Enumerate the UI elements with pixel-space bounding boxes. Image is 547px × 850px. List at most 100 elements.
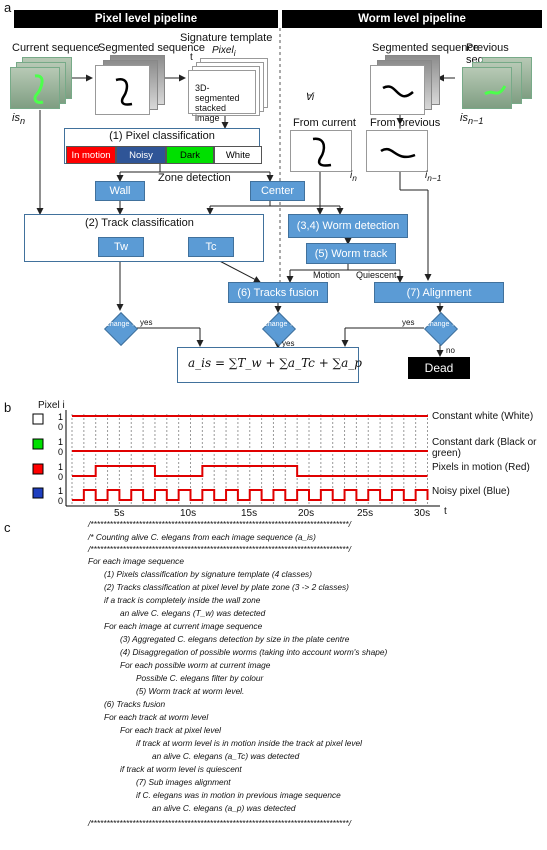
tick-30s: 30s — [414, 508, 431, 519]
segmented-sequence-right-label: Segmented sequence — [372, 42, 480, 54]
signal-motion — [72, 465, 428, 477]
is-n-1-label: isn−1 — [460, 112, 484, 127]
wall-box: Wall — [95, 181, 145, 201]
level-1-label: 1 — [58, 486, 63, 496]
change-label-right: Change ? — [424, 321, 456, 328]
panel-label-a: a — [4, 0, 12, 15]
code-line-9: (3) Aggregated C. elegans detection by s… — [120, 634, 350, 644]
i-n-1-label: in−1 — [425, 170, 442, 183]
change-label-middle: Change ? — [262, 321, 294, 328]
class-noisy: Noisy — [116, 146, 166, 164]
code-line-11: For each possible worm at current image — [120, 660, 271, 670]
row-label-motion: Pixels in motion (Red) — [432, 462, 530, 473]
tracks-fusion-box: (6) Tracks fusion — [228, 282, 328, 303]
change-diamond-left: Change ? — [104, 312, 138, 346]
worm-silhouette-icon — [312, 137, 332, 167]
code-line-3: For each image sequence — [88, 556, 184, 566]
from-previous-image — [366, 130, 428, 172]
from-current-image — [290, 130, 352, 172]
from-previous-label: From previous — [370, 117, 441, 129]
code-line-2: /***************************************… — [88, 544, 351, 554]
tick-10s: 10s — [180, 508, 197, 519]
level-1-label: 1 — [58, 462, 63, 472]
forall-i-label: ∀i — [305, 92, 315, 103]
worm-track-box: (5) Worm track — [306, 243, 396, 264]
worm-silhouette-icon — [115, 78, 133, 106]
timeline-xlabel: t — [444, 506, 447, 517]
segmented-right-frame-front — [370, 65, 425, 115]
code-line-10: (4) Disaggregation of possible worms (ta… — [120, 647, 388, 657]
pixel-classification-title: (1) Pixel classification — [109, 130, 215, 142]
code-line-0: /***************************************… — [88, 519, 351, 529]
class-in-motion: In motion — [66, 146, 116, 164]
code-line-6: if a track is completely inside the wall… — [104, 595, 261, 605]
level-0-label: 0 — [58, 447, 63, 457]
worm-silhouette-icon — [380, 147, 416, 159]
level-0-label: 0 — [58, 496, 63, 506]
is-n-label: isn — [12, 112, 26, 127]
signature-template-label: Signature template — [180, 32, 273, 44]
tick-15s: 15s — [241, 508, 258, 519]
yes-label-left: yes — [140, 318, 153, 327]
row-swatch — [32, 413, 44, 425]
worm-image-icon — [484, 85, 507, 96]
tick-25s: 25s — [357, 508, 374, 519]
previous-frame-front — [462, 67, 512, 109]
class-white: White — [214, 146, 262, 164]
pixel-classification-box: (1) Pixel classification In motion Noisy… — [64, 128, 262, 164]
code-line-5: (2) Tracks classification at pixel level… — [104, 582, 349, 592]
timeline-ylabel: Pixel i — [38, 400, 65, 411]
diagram-connectors — [36, 28, 455, 357]
code-line-20: (7) Sub images alignment — [136, 777, 231, 787]
row-swatch — [32, 438, 44, 450]
segmented-sequence-left-label: Segmented sequence — [98, 42, 206, 54]
row-label-noisy: Noisy pixel (Blue) — [432, 486, 510, 497]
worm-image-icon — [33, 74, 44, 104]
signal-noisy — [72, 489, 429, 501]
code-line-16: For each track at pixel level — [120, 725, 221, 735]
code-line-14: (6) Tracks fusion — [104, 699, 166, 709]
tick-20s: 20s — [298, 508, 315, 519]
code-line-12: Possible C. elegans filter by colour — [136, 673, 264, 683]
i-n-label: in — [350, 170, 357, 183]
segmented-frame-front — [95, 65, 150, 115]
row-swatch — [32, 463, 44, 475]
panel-label-c: c — [4, 520, 11, 535]
code-line-19: if track at worm level is quiescent — [120, 764, 242, 774]
pixel-class-row: In motion Noisy Dark White — [66, 146, 262, 164]
stacked-image: 3D-segmented stacked image — [188, 70, 256, 123]
center-box: Center — [250, 181, 305, 201]
yes-label-right: yes — [402, 318, 415, 327]
worm-detection-box: (3,4) Worm detection — [288, 214, 408, 238]
level-1-label: 1 — [58, 412, 63, 422]
pixel-pipeline-header: Pixel level pipeline — [14, 10, 278, 28]
track-classification-box: (2) Track classification Tw Tc — [24, 214, 264, 262]
current-sequence-label: Current sequence — [12, 42, 100, 54]
code-line-4: (1) Pixels classification by signature t… — [104, 569, 312, 579]
tw-box: Tw — [98, 237, 144, 257]
code-line-13: (5) Worm track at worm level. — [136, 686, 245, 696]
code-line-1: /* Counting alive C. elegans from each i… — [88, 532, 316, 542]
level-0-label: 0 — [58, 422, 63, 432]
t-label: t — [190, 52, 193, 63]
panel-label-b: b — [4, 400, 12, 415]
worm-silhouette-icon — [382, 85, 414, 98]
level-0-label: 0 — [58, 472, 63, 482]
level-1-label: 1 — [58, 437, 63, 447]
row-label-white: Constant white (White) — [432, 411, 534, 422]
code-line-17: if track at worm level is in motion insi… — [136, 738, 362, 748]
motion-label: Motion — [313, 270, 341, 280]
worm-pipeline-header: Worm level pipeline — [282, 10, 542, 28]
change-diamond-middle: Change ? — [262, 312, 296, 346]
code-line-15: For each track at worm level — [104, 712, 209, 722]
change-diamond-right: Change ? — [424, 312, 458, 346]
code-line-21: if C. elegans was in motion in previous … — [136, 790, 341, 800]
from-current-label: From current — [293, 117, 356, 129]
pixel-i-label: Pixeli — [212, 45, 236, 58]
formula-box: a_is = ∑T_w + ∑a_Tc + ∑a_p — [177, 347, 362, 383]
formula-text: a_is = ∑T_w + ∑a_Tc + ∑a_p — [188, 356, 362, 370]
no-label: no — [446, 346, 455, 355]
quiescent-label: Quiescent — [356, 270, 397, 280]
yes-label-middle: yes — [282, 339, 295, 348]
